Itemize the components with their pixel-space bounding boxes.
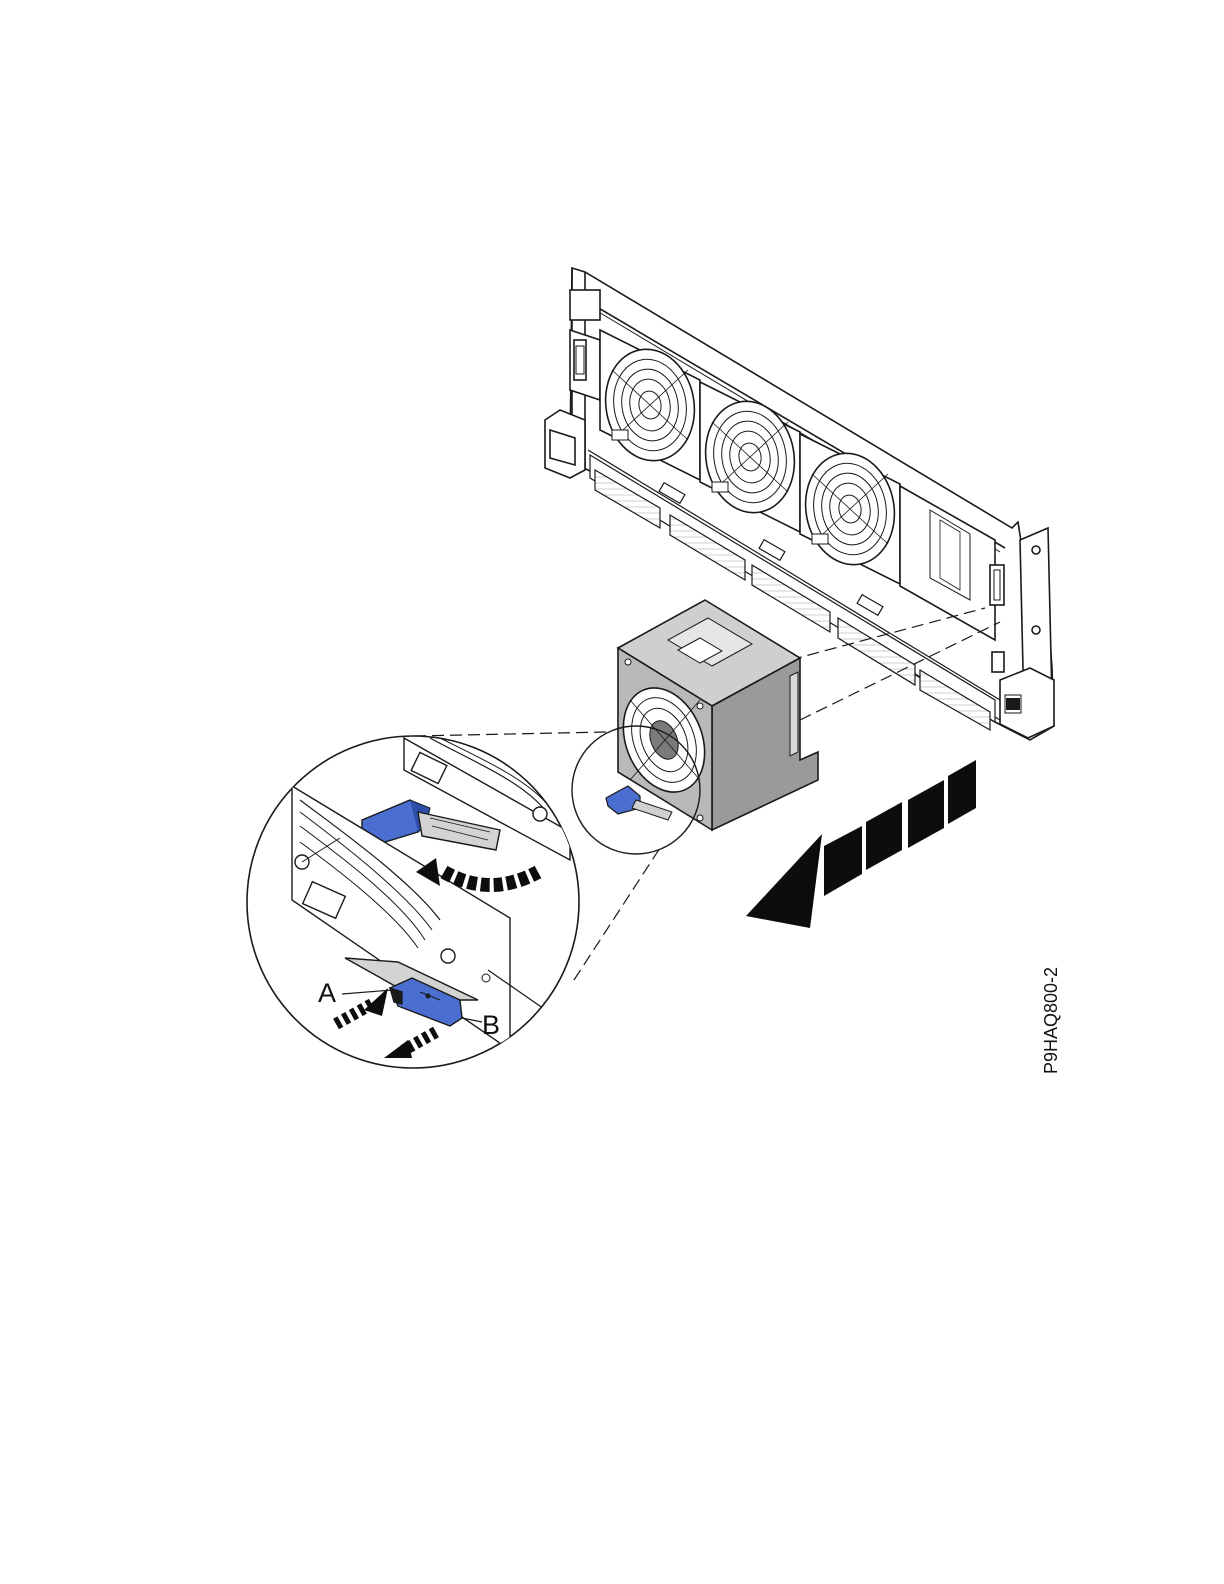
fan-module-latch — [606, 786, 640, 814]
figure-id: P9HAQ800-2 — [1041, 967, 1061, 1074]
callout-a: A — [318, 978, 336, 1008]
ibm-logo — [1006, 698, 1020, 710]
detail-view: A B — [247, 736, 579, 1068]
fan-module — [606, 600, 818, 830]
callout-b: B — [482, 1010, 500, 1040]
